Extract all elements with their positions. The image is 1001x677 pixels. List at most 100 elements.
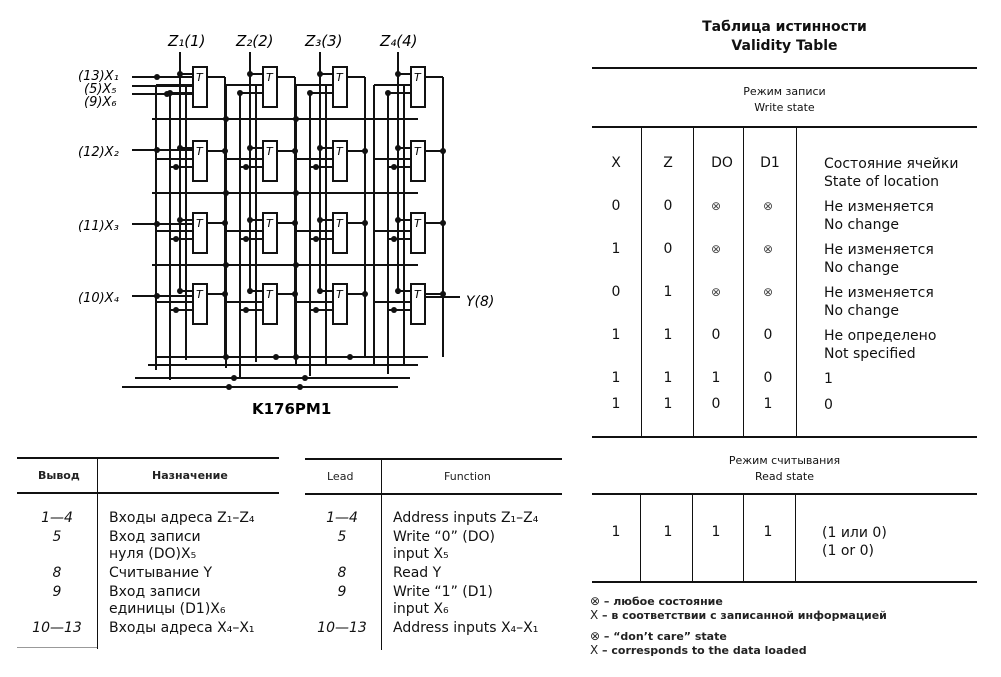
junction-dot — [292, 220, 298, 226]
row-label-x4: (10)X₄ — [78, 291, 120, 306]
legend-text: – corresponds to the data loaded — [602, 644, 807, 657]
column-label-z3: Z₃(3) — [304, 32, 343, 50]
memory-cell — [410, 212, 426, 254]
header-function-ru: Назначение — [152, 469, 228, 482]
state-ru: 0 — [824, 397, 833, 413]
function-text: Входы адреса Z₁–Z₄ — [109, 510, 255, 526]
junction-dot — [226, 384, 232, 390]
memory-cell — [410, 140, 426, 182]
memory-cell — [192, 66, 208, 108]
cell-do: 0 — [711, 396, 721, 412]
read-section-ru: Режим считывания — [728, 454, 841, 467]
junction-dot — [313, 307, 319, 313]
state-ru: (1 или 0) — [822, 525, 887, 541]
cell-state: 1 — [824, 370, 833, 388]
cell-state: (1 или 0)(1 or 0) — [822, 524, 887, 560]
junction-dot — [302, 375, 308, 381]
cell-d1: ⊗ — [762, 242, 774, 256]
junction-dot — [317, 288, 323, 294]
cell-d1: ⊗ — [762, 199, 774, 213]
junction-dot — [440, 291, 446, 297]
state-ru: Не изменяется — [824, 199, 934, 215]
memory-cell — [262, 283, 278, 325]
junction-dot — [173, 236, 179, 242]
cell-label: T — [266, 71, 274, 84]
cell-x: 1 — [611, 327, 621, 343]
lead-number: 5 — [337, 529, 347, 545]
legend-text: – любое состояние — [603, 595, 723, 608]
junction-dot — [317, 145, 323, 151]
function-text: единицы (D1)X₆ — [109, 601, 226, 617]
lead-number: 9 — [52, 584, 62, 600]
junction-dot — [177, 145, 183, 151]
junction-dot — [391, 236, 397, 242]
memory-cell — [332, 140, 348, 182]
cell-label: T — [266, 288, 274, 301]
junction-dot — [247, 71, 253, 77]
cell-x: 1 — [611, 396, 621, 412]
legend-item: X – в соответствии с записанной информац… — [590, 608, 887, 623]
row-label-x3: (11)X₃ — [78, 219, 119, 234]
junction-dot — [313, 236, 319, 242]
lead-number: 10—13 — [317, 620, 367, 636]
column-header-x: X — [611, 155, 621, 171]
junction-dot — [177, 217, 183, 223]
state-en: No change — [824, 303, 900, 319]
junction-dot — [395, 145, 401, 151]
cell-d1: 0 — [763, 327, 773, 343]
junction-dot — [362, 291, 368, 297]
cell-label: T — [266, 145, 274, 158]
state-ru: Не изменяется — [824, 242, 934, 258]
junction-dot — [222, 148, 228, 154]
column-header-z: Z — [663, 155, 673, 171]
lead-number: 10—13 — [32, 620, 82, 636]
state-ru: Не определено — [824, 328, 937, 344]
cell-z: 1 — [663, 284, 673, 300]
state-ru: 1 — [824, 371, 833, 387]
lead-number: 1—4 — [41, 510, 73, 526]
cell-d1: 1 — [763, 524, 773, 540]
state-en: No change — [824, 260, 900, 276]
junction-dot — [154, 293, 160, 299]
junction-dot — [247, 288, 253, 294]
cell-x: 1 — [611, 370, 621, 386]
cell-label: T — [414, 145, 422, 158]
cell-d1: ⊗ — [762, 285, 774, 299]
junction-dot — [223, 116, 229, 122]
legend-text: – в соответствии с записанной информацие… — [602, 609, 887, 622]
junction-dot — [222, 291, 228, 297]
function-text: Считывание Y — [109, 565, 213, 581]
cell-label: T — [336, 288, 344, 301]
header-lead-ru: Вывод — [38, 469, 80, 482]
cell-label: T — [336, 71, 344, 84]
function-text: Address inputs X₄–X₁ — [393, 620, 539, 636]
junction-dot — [177, 288, 183, 294]
junction-dot — [173, 307, 179, 313]
cell-x: 0 — [611, 198, 621, 214]
memory-cell — [262, 212, 278, 254]
junction-dot — [237, 90, 243, 96]
junction-dot — [293, 354, 299, 360]
cell-do: ⊗ — [710, 242, 722, 256]
junction-dot — [385, 90, 391, 96]
junction-dot — [243, 164, 249, 170]
junction-dot — [223, 190, 229, 196]
junction-dot — [154, 221, 160, 227]
junction-dot — [223, 262, 229, 268]
junction-dot — [293, 262, 299, 268]
legend-text: – “don’t care” state — [603, 630, 727, 643]
memory-cell — [332, 283, 348, 325]
header-lead-en: Lead — [327, 470, 354, 483]
junction-dot — [177, 71, 183, 77]
cell-x: 1 — [611, 524, 621, 540]
state-header-en: State of location — [824, 174, 940, 190]
junction-dot — [391, 164, 397, 170]
junction-dot — [395, 288, 401, 294]
junction-dot — [395, 217, 401, 223]
junction-dot — [362, 220, 368, 226]
chip-title: K176PM1 — [252, 400, 331, 418]
memory-cell — [332, 212, 348, 254]
junction-dot — [313, 164, 319, 170]
